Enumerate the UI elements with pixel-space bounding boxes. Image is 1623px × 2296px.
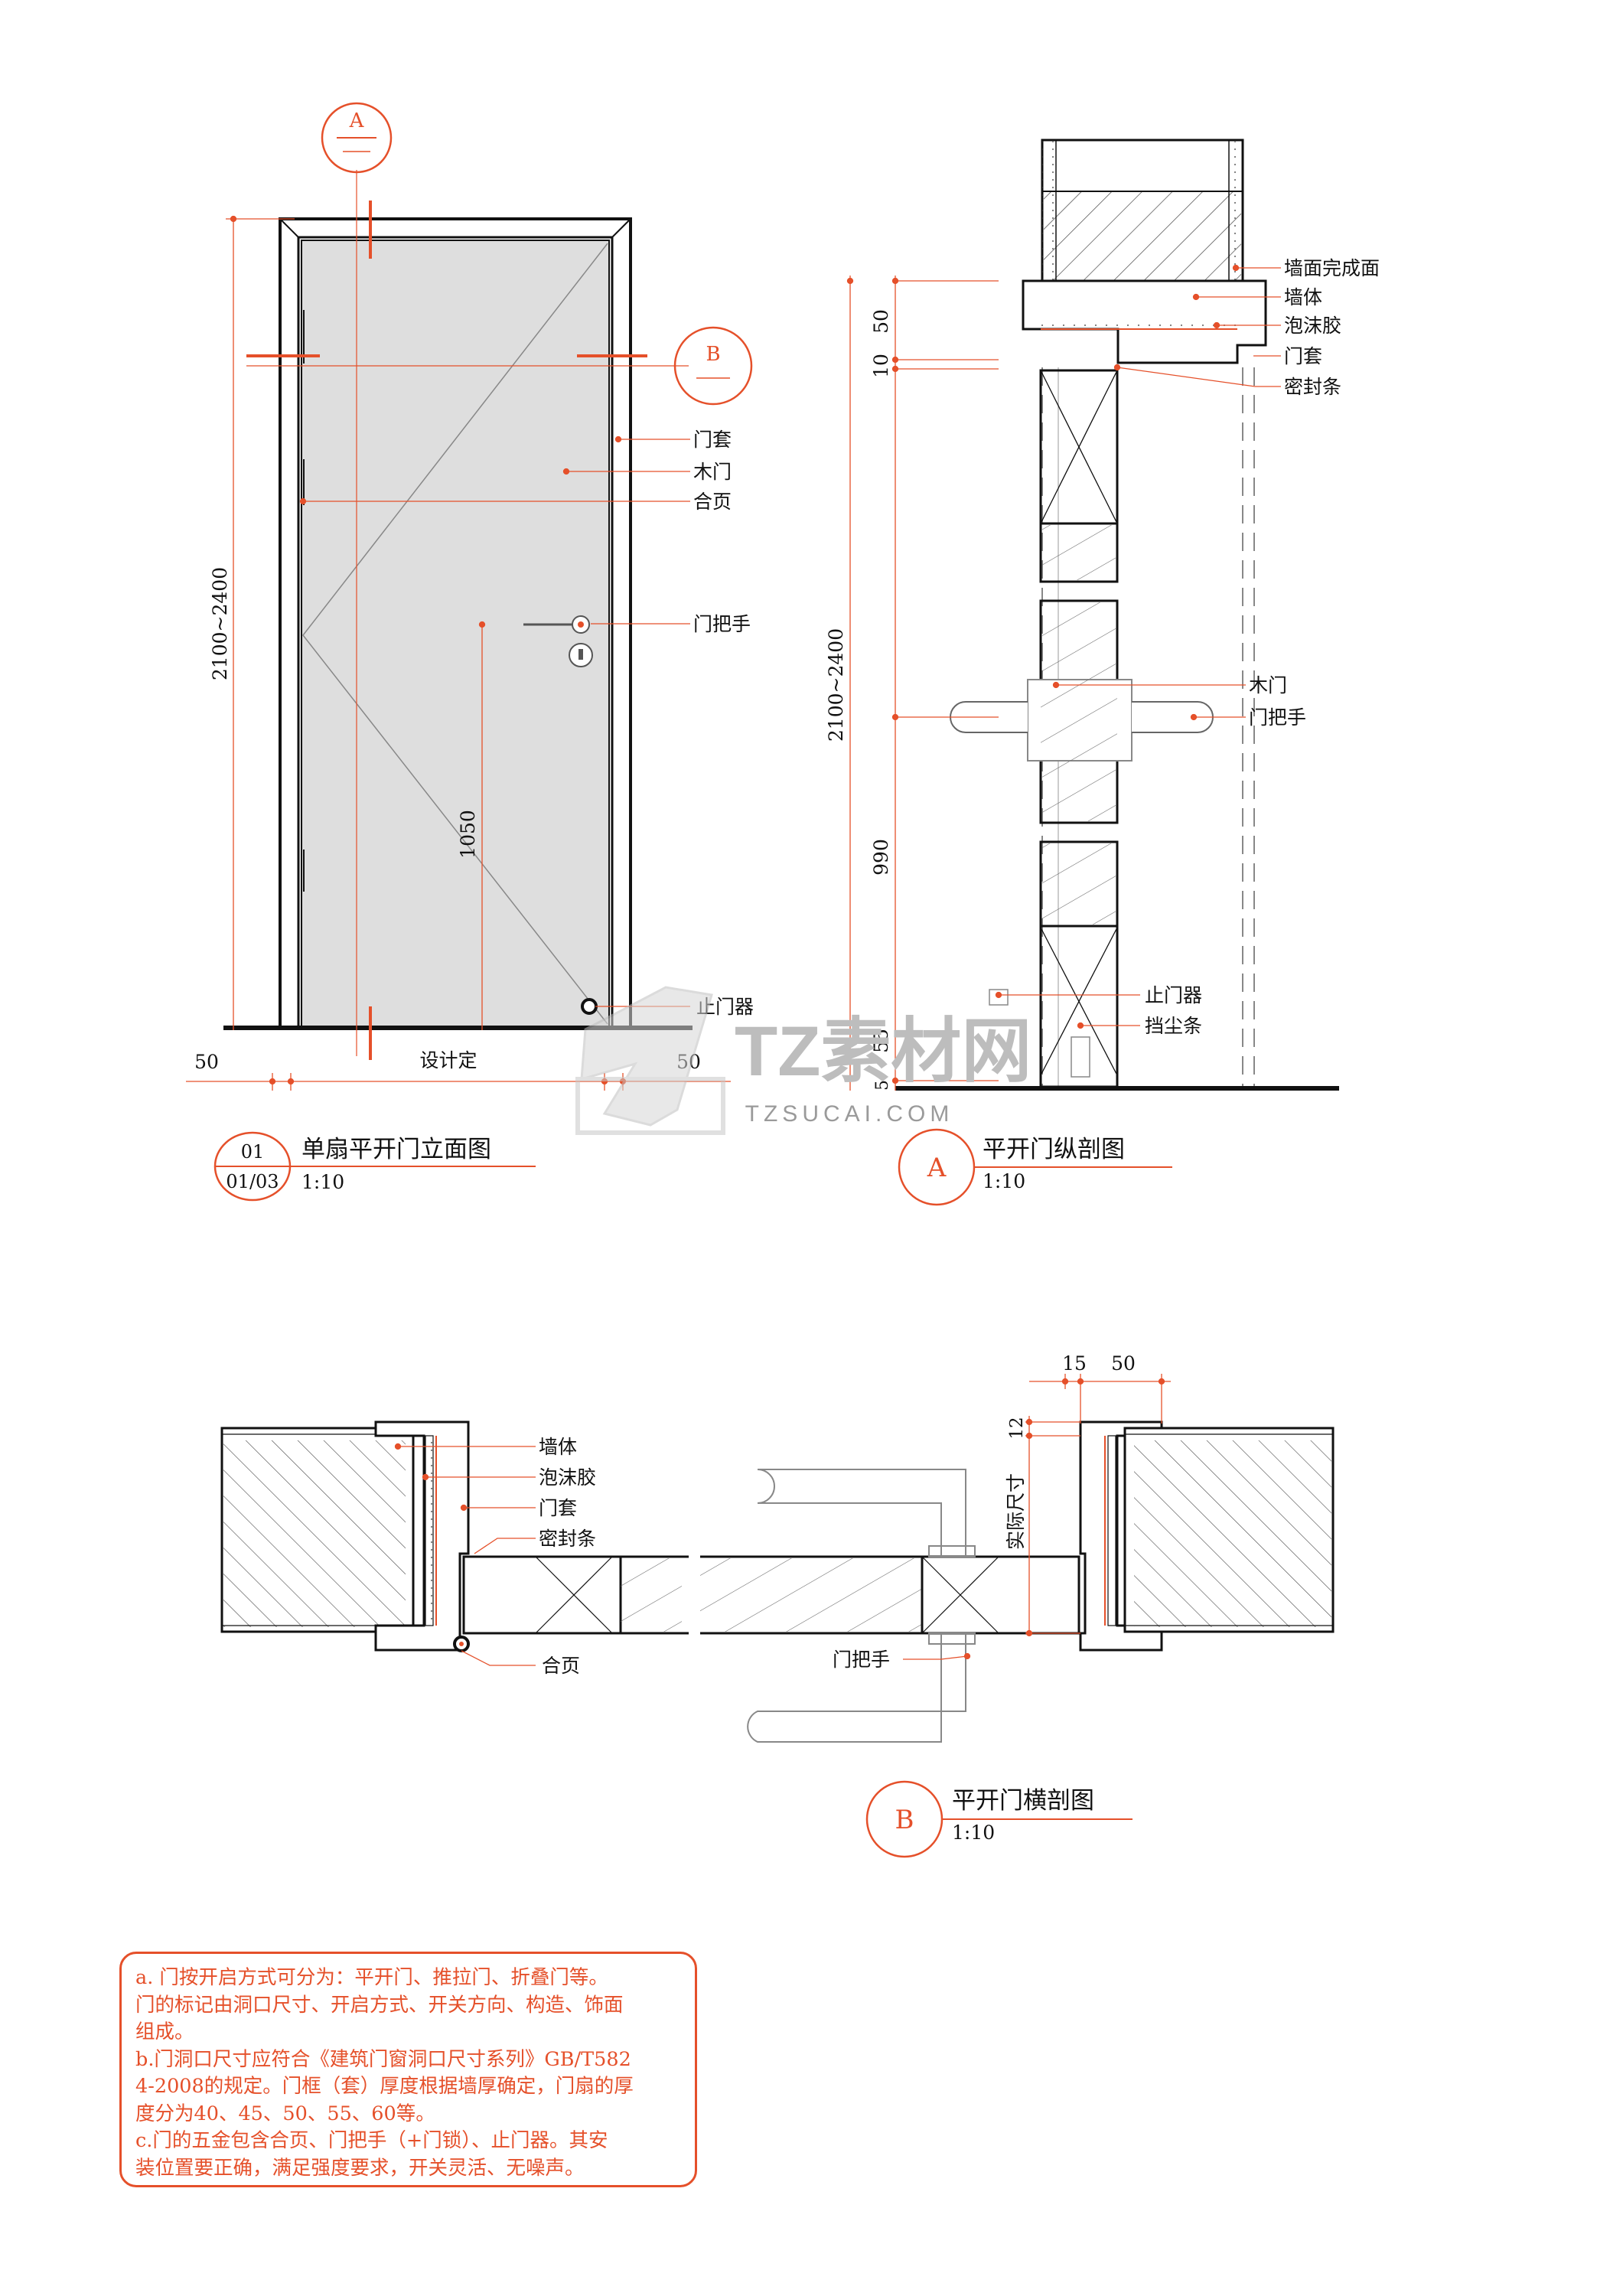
label-casing-a: 门套 [1284, 345, 1322, 367]
swing-lines [302, 243, 608, 1025]
section-marker-b-letter: B [706, 343, 720, 366]
label-wall-a: 墙体 [1284, 286, 1322, 308]
dim-width: 设计定 [419, 1049, 477, 1071]
dim-a-50: 50 [870, 309, 892, 334]
elevation-title-symbol [213, 1131, 536, 1202]
label-door-stop-a: 止门器 [1145, 984, 1202, 1006]
label-hinge-b: 合页 [542, 1655, 580, 1677]
section-marker-b [673, 326, 753, 406]
dim-b-actual: 实际尺寸 [1005, 1473, 1027, 1550]
door-leaf [301, 240, 610, 1028]
note-line: c.门的五金包含合页、门把手（+门锁）、止门器。其安 [135, 2129, 608, 2152]
label-handle-a: 门把手 [1249, 706, 1306, 729]
section-b-drawing: 墙体 泡沫胶 门套 密封条 合页 门把手 15 50 12 实际尺寸 B 平开门… [220, 1352, 1335, 1858]
label-door-casing: 门套 [693, 429, 732, 451]
label-wall-b: 墙体 [539, 1436, 577, 1458]
elevation-title-sheet: 01/03 [226, 1171, 279, 1192]
label-wood-door-a: 木门 [1249, 674, 1287, 696]
label-handle: 门把手 [693, 613, 751, 635]
label-dust-strip: 挡尘条 [1145, 1015, 1202, 1037]
dim-b-12: 12 [1007, 1417, 1027, 1439]
section-a-title-letter: A [927, 1153, 947, 1183]
note-line: 4-2008的规定。门框（套）厚度根据墙厚确定，门扇的厚 [135, 2075, 634, 2098]
note-line: b.门洞口尺寸应符合《建筑门窗洞口尺寸系列》GB/T582 [135, 2047, 631, 2071]
dim-a-55: 55 [870, 1029, 892, 1053]
section-a-title-scale: 1:10 [983, 1170, 1025, 1192]
note-line: 装位置要正确，满足强度要求，开关灵活、无噪声。 [135, 2156, 585, 2180]
label-handle-b: 门把手 [833, 1649, 890, 1671]
note-line: 组成。 [135, 2020, 194, 2043]
elevation-title-scale: 1:10 [301, 1171, 344, 1193]
note-line: 门的标记由洞口尺寸、开启方式、开关方向、构造、饰面 [135, 1993, 624, 2017]
label-seal-a: 密封条 [1284, 376, 1341, 398]
label-wall-finish: 墙面完成面 [1284, 257, 1380, 279]
note-line: 度分为40、45、50、55、60等。 [135, 2102, 435, 2125]
watermark [575, 986, 725, 1135]
note-line: a. 门按开启方式可分为：平开门、推拉门、折叠门等。 [135, 1966, 608, 1989]
dim-left-50: 50 [194, 1051, 219, 1073]
notes-box: a. 门按开启方式可分为：平开门、推拉门、折叠门等。 门的标记由洞口尺寸、开启方… [119, 1952, 697, 2187]
dim-b-50: 50 [1111, 1352, 1136, 1375]
section-a-drawing: 墙面完成面 墙体 泡沫胶 门套 密封条 木门 门把手 止门器 挡尘条 50 10… [825, 139, 1380, 1206]
dim-handle-height: 1050 [457, 810, 479, 859]
label-wood-door: 木门 [693, 461, 732, 483]
section-b-title-name: 平开门横剖图 [952, 1787, 1094, 1815]
label-seal-b: 密封条 [539, 1528, 596, 1550]
dim-a-10: 10 [870, 354, 892, 378]
label-foam-a: 泡沫胶 [1284, 315, 1341, 337]
section-b-title-scale: 1:10 [952, 1821, 995, 1844]
elevation-title-number: 01 [241, 1141, 265, 1163]
dim-a-990: 990 [870, 839, 892, 876]
section-marker-a-letter: A [349, 109, 365, 132]
elevation-drawing: A B 门套 木门 合页 门把手 止门器 2100~2400 1050 [186, 102, 754, 1202]
dim-door-height: 2100~2400 [209, 567, 231, 680]
label-hinge: 合页 [693, 491, 732, 513]
watermark-url: TZSUCAI.COM [745, 1101, 954, 1127]
watermark-brand: TZ素材网 [735, 1013, 1031, 1091]
dim-a-height: 2100~2400 [825, 628, 847, 742]
label-foam-b: 泡沫胶 [539, 1466, 596, 1489]
section-a-title-name: 平开门纵剖图 [983, 1136, 1125, 1163]
elevation-title-name: 单扇平开门立面图 [301, 1136, 491, 1163]
section-marker-a [321, 102, 393, 174]
dim-a-5: 5 [873, 1080, 892, 1091]
door-stop-icon [581, 998, 598, 1015]
section-b-title-letter: B [895, 1805, 914, 1835]
dim-b-15: 15 [1062, 1352, 1087, 1375]
label-casing-b: 门套 [539, 1497, 577, 1519]
